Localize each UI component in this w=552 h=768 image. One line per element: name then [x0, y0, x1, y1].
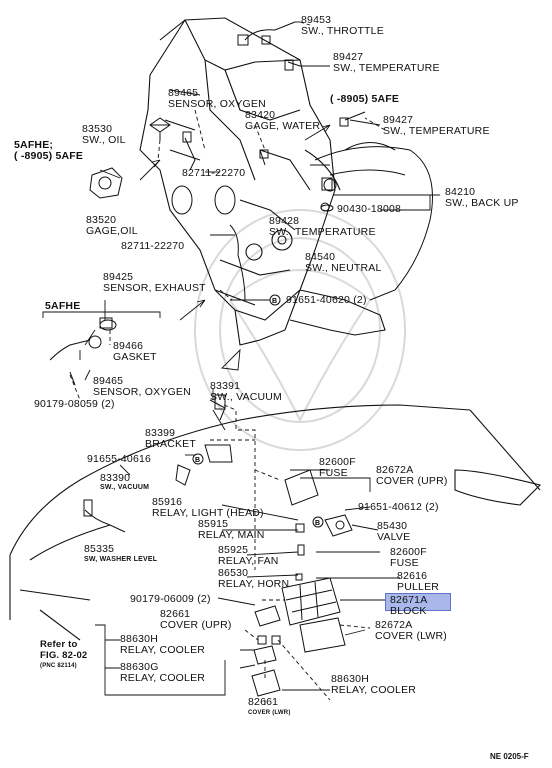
callout-91655[interactable]: 91655-40616 — [87, 453, 152, 465]
marker-b-2: B — [192, 453, 204, 465]
callout-91651-40620[interactable]: 91651-40620 (2) — [286, 294, 367, 306]
svg-text:B: B — [315, 520, 320, 527]
highlight-82671a — [385, 593, 451, 611]
callout-refer-pnc: (PNC 82114) — [40, 663, 77, 669]
callout-90179-08059[interactable]: 90179-08059 (2) — [34, 398, 115, 410]
callout-91651-40612[interactable]: 91651-40612 (2) — [358, 501, 439, 513]
part-sketches — [49, 21, 366, 533]
callout-82711-bottom[interactable]: 82711-22270 — [121, 240, 185, 252]
leader-lines — [42, 21, 440, 705]
marker-b-3: B — [312, 516, 324, 528]
callout-83390-desc: SW., VACUUM — [100, 484, 150, 491]
gasket-drawing — [99, 319, 117, 331]
transmission-outline — [314, 146, 433, 301]
callout-5afhe-8905: 5AFHE;( -8905) 5AFE — [14, 139, 84, 162]
callout-8905-5afe-right: ( -8905) 5AFE — [330, 93, 400, 105]
callout-82711-top[interactable]: 82711-22270 — [182, 167, 246, 179]
relay-block-drawing — [251, 469, 353, 697]
callout-83390[interactable]: 83390 — [100, 472, 131, 484]
dashed-leader-lines — [69, 21, 386, 701]
watermark-graphic — [194, 209, 406, 451]
diagram-code: NE 0205-F — [490, 752, 529, 761]
callout-85335[interactable]: 85335 — [84, 543, 115, 555]
svg-text:B: B — [195, 457, 200, 464]
callout-82661-lwr-desc: COVER (LWR) — [248, 710, 291, 716]
callout-85335-desc: SW, WASHER LEVEL — [84, 556, 158, 563]
svg-text:B: B — [272, 298, 277, 305]
car-body-outline — [9, 404, 542, 641]
marker-b-1: B — [269, 294, 281, 306]
engine-block-drawing — [139, 17, 396, 346]
callout-82661-lwr[interactable]: 82661 — [248, 696, 279, 708]
callout-90179-06009[interactable]: 90179-06009 (2) — [130, 593, 211, 605]
callout-90430[interactable]: 90430-18008 — [337, 203, 402, 215]
callout-5afhe: 5AFHE — [45, 300, 81, 312]
